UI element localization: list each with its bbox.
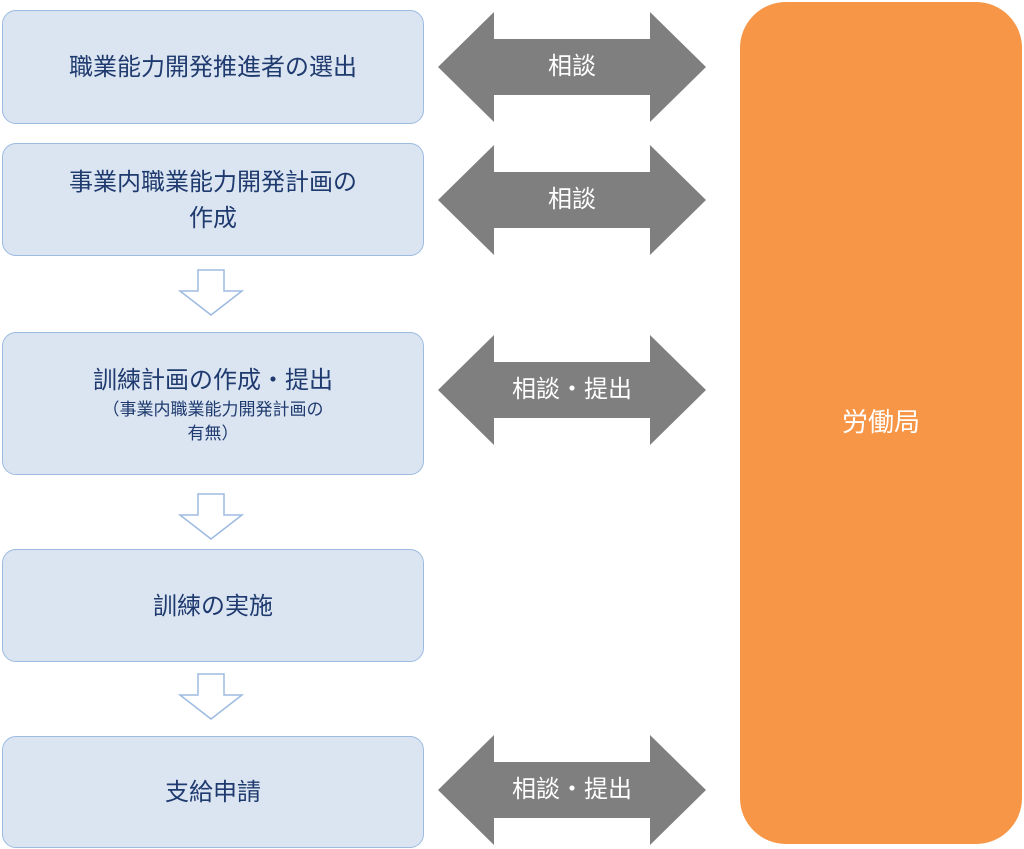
step-title: 支給申請	[165, 778, 261, 806]
left-right-double-arrow-icon	[438, 12, 706, 122]
connector-consult-2: 相談	[438, 145, 706, 255]
step-box-payment-application: 支給申請	[2, 736, 424, 848]
connector-label: 相談	[548, 52, 596, 80]
down-outline-arrow-icon	[176, 269, 246, 317]
down-outline-arrow-icon	[176, 493, 246, 541]
step-title: 職業能力開発推進者の選出	[69, 53, 357, 81]
left-right-double-arrow-icon	[438, 735, 706, 845]
step-box-create-plan: 事業内職業能力開発計画の 作成	[2, 143, 424, 256]
connector-consult-submit-2: 相談・提出	[438, 735, 706, 845]
connector-label: 相談	[548, 185, 596, 213]
step-title: 訓練計画の作成・提出	[93, 365, 333, 394]
step-title: 訓練の実施	[153, 591, 273, 620]
connector-consult-1: 相談	[438, 12, 706, 122]
labor-bureau-box: 労働局	[740, 2, 1022, 844]
step-box-select-promoter: 職業能力開発推進者の選出	[2, 10, 424, 124]
down-outline-arrow-icon	[176, 673, 246, 721]
left-right-double-arrow-icon	[438, 145, 706, 255]
connector-consult-submit-1: 相談・提出	[438, 335, 706, 445]
step-title: 事業内職業能力開発計画の 作成	[69, 167, 357, 232]
connector-label: 相談・提出	[512, 375, 632, 403]
step-box-training-plan-submission: 訓練計画の作成・提出 （事業内職業能力開発計画の 有無）	[2, 332, 424, 475]
connector-label: 相談・提出	[512, 775, 632, 803]
step-box-training-implementation: 訓練の実施	[2, 549, 424, 662]
labor-bureau-label: 労働局	[841, 408, 920, 438]
left-right-double-arrow-icon	[438, 335, 706, 445]
step-subtitle: （事業内職業能力開発計画の 有無）	[102, 399, 324, 444]
